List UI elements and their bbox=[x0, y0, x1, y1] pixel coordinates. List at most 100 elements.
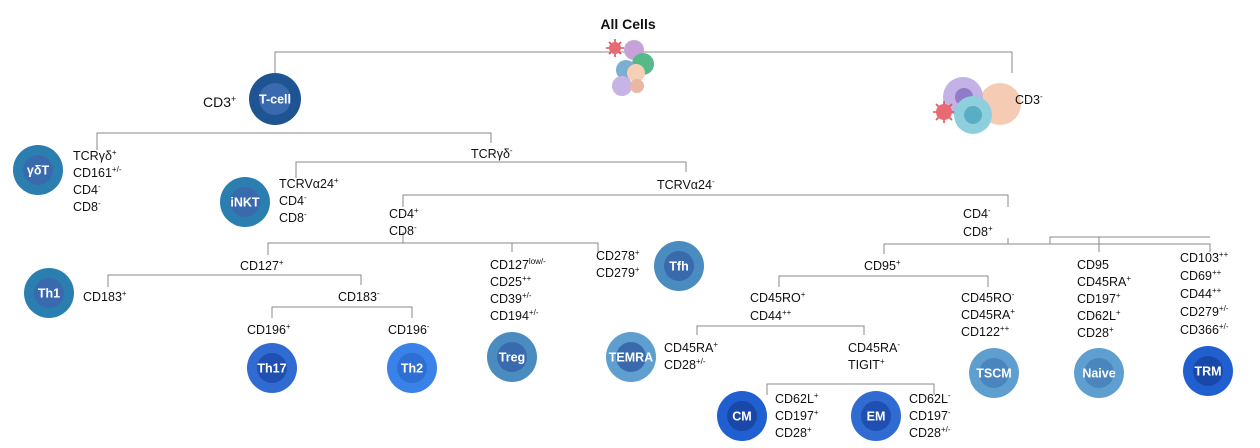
node-th17[interactable]: Th17 bbox=[247, 343, 297, 393]
page-title: All Cells bbox=[600, 16, 655, 32]
cm-marker-2: CD197+ bbox=[775, 408, 819, 423]
tscm-label: TSCM bbox=[976, 367, 1011, 381]
cm-label: CM bbox=[732, 410, 751, 424]
tcrgd-neg-label: TCRγδ- bbox=[471, 146, 513, 161]
node-tfh[interactable]: Tfh bbox=[654, 241, 704, 291]
cm-inner-circle bbox=[727, 401, 757, 431]
node-tcell[interactable]: T-cell bbox=[249, 73, 301, 125]
node-temra[interactable]: TEMRA bbox=[606, 332, 656, 382]
tcell-inner-circle bbox=[259, 83, 291, 115]
temra-marker-1: CD45RA+ bbox=[664, 340, 718, 355]
tscm-inner-circle bbox=[979, 358, 1009, 388]
gdt-label: γδT bbox=[27, 164, 50, 178]
node-th1[interactable]: Th1 bbox=[24, 268, 74, 318]
cd95-pos-label: CD95+ bbox=[864, 258, 901, 273]
naive-inner-circle bbox=[1084, 358, 1114, 388]
em-marker-1: CD62L- bbox=[909, 391, 951, 406]
node-inkt[interactable]: iNKT bbox=[220, 177, 270, 227]
treg-label: Treg bbox=[499, 351, 525, 365]
lavender-cell-icon bbox=[612, 76, 632, 96]
gdt-marker-4: CD8- bbox=[73, 199, 101, 214]
trm-marker-2: CD69++ bbox=[1180, 268, 1222, 283]
em-marker-2: CD197- bbox=[909, 408, 951, 423]
pink-cell-icon bbox=[630, 79, 644, 93]
th2-label: Th2 bbox=[401, 362, 423, 376]
trm-marker-4: CD279+/- bbox=[1180, 304, 1229, 319]
temra-marker-2: CD28+/- bbox=[664, 357, 706, 372]
gdt-marker-3: CD4- bbox=[73, 182, 101, 197]
cd127-branch-line bbox=[107, 274, 362, 287]
em-marker-3: CD28+/- bbox=[909, 425, 951, 440]
node-gdt[interactable]: γδT bbox=[13, 145, 63, 195]
gdt-marker-2: CD161+/- bbox=[73, 165, 122, 180]
trm-marker-3: CD44++ bbox=[1180, 286, 1222, 301]
cd3neg-label: CD3- bbox=[1015, 92, 1043, 107]
cd45ro-branch-2: CD44++ bbox=[750, 308, 792, 323]
all-cells-illustration bbox=[606, 39, 654, 96]
cd95-branch-line bbox=[778, 275, 989, 287]
node-naive[interactable]: Naive bbox=[1074, 348, 1124, 398]
th1-label: Th1 bbox=[38, 287, 60, 301]
th2-inner-circle bbox=[397, 353, 427, 383]
temra-inner-circle bbox=[616, 342, 646, 372]
naive-marker-4: CD62L+ bbox=[1077, 308, 1121, 323]
th17-label: Th17 bbox=[257, 362, 286, 376]
cd45ra-branch-1: CD45RA- bbox=[848, 340, 900, 355]
inkt-marker-2: CD4- bbox=[279, 193, 307, 208]
cd183-pos-label: CD183+ bbox=[83, 289, 127, 304]
naive-marker-3: CD197+ bbox=[1077, 291, 1121, 306]
em-inner-circle bbox=[861, 401, 891, 431]
red-cell-icon bbox=[609, 42, 621, 54]
tscm-marker-1: CD45RO- bbox=[961, 290, 1015, 305]
th17-inner-circle bbox=[257, 353, 287, 383]
tscm-marker-2: CD45RA+ bbox=[961, 307, 1015, 322]
cd3pos-branch-line bbox=[96, 132, 492, 150]
teal-nucleus-icon bbox=[964, 106, 982, 124]
cd183neg-branch-line bbox=[271, 306, 413, 318]
tcell-label: T-cell bbox=[259, 93, 291, 107]
cd127-pos-label: CD127+ bbox=[240, 258, 284, 273]
trm-label: TRM bbox=[1194, 365, 1221, 379]
cd4-branch-2: CD8- bbox=[389, 223, 417, 238]
cd8-branch-1: CD4- bbox=[963, 206, 991, 221]
tscm-marker-3: CD122++ bbox=[961, 324, 1010, 339]
cd3neg-cells-illustration bbox=[933, 77, 1021, 134]
cd8-branch-line bbox=[883, 243, 1211, 254]
node-em[interactable]: EM bbox=[851, 391, 901, 441]
th1-inner-circle bbox=[34, 278, 64, 308]
cd4-branch-1: CD4+ bbox=[389, 206, 419, 221]
naive-marker-1: CD95 bbox=[1077, 258, 1109, 272]
naive-label: Naive bbox=[1082, 367, 1115, 381]
cm-marker-1: CD62L+ bbox=[775, 391, 819, 406]
tfh-inner-circle bbox=[664, 251, 694, 281]
trm-marker-1: CD103++ bbox=[1180, 250, 1229, 265]
inkt-marker-3: CD8- bbox=[279, 210, 307, 225]
cd45ra-branch-2: TIGIT+ bbox=[848, 357, 885, 372]
cm-marker-3: CD28+ bbox=[775, 425, 812, 440]
gdt-inner-circle bbox=[23, 155, 53, 185]
naive-marker-2: CD45RA+ bbox=[1077, 274, 1131, 289]
node-treg[interactable]: Treg bbox=[487, 332, 537, 382]
node-trm[interactable]: TRM bbox=[1183, 346, 1233, 396]
cd4-branch-line bbox=[267, 242, 599, 255]
tfh-label: Tfh bbox=[669, 260, 688, 274]
treg-marker-2: CD25++ bbox=[490, 274, 532, 289]
cd45ra-branch-line bbox=[766, 383, 935, 395]
treg-marker-4: CD194+/- bbox=[490, 308, 539, 323]
gdt-marker-1: TCRγδ+ bbox=[73, 148, 117, 163]
trm-marker-5: CD366+/- bbox=[1180, 322, 1229, 337]
cd196-neg-label: CD196- bbox=[388, 322, 430, 337]
node-tscm[interactable]: TSCM bbox=[969, 348, 1019, 398]
cd183-neg-label: CD183- bbox=[338, 289, 380, 304]
temra-label: TEMRA bbox=[609, 351, 653, 365]
marker-labels: CD3+ CD3- TCRγδ+ CD161+/- CD4- CD8- TCRγ… bbox=[73, 92, 1229, 440]
tcrva24-neg-label: TCRVα24- bbox=[657, 177, 715, 192]
node-cm[interactable]: CM bbox=[717, 391, 767, 441]
node-th2[interactable]: Th2 bbox=[387, 343, 437, 393]
treg-marker-3: CD39+/- bbox=[490, 291, 532, 306]
inkt-inner-circle bbox=[230, 187, 260, 217]
em-label: EM bbox=[867, 410, 886, 424]
inkt-marker-1: TCRVα24+ bbox=[279, 176, 339, 191]
